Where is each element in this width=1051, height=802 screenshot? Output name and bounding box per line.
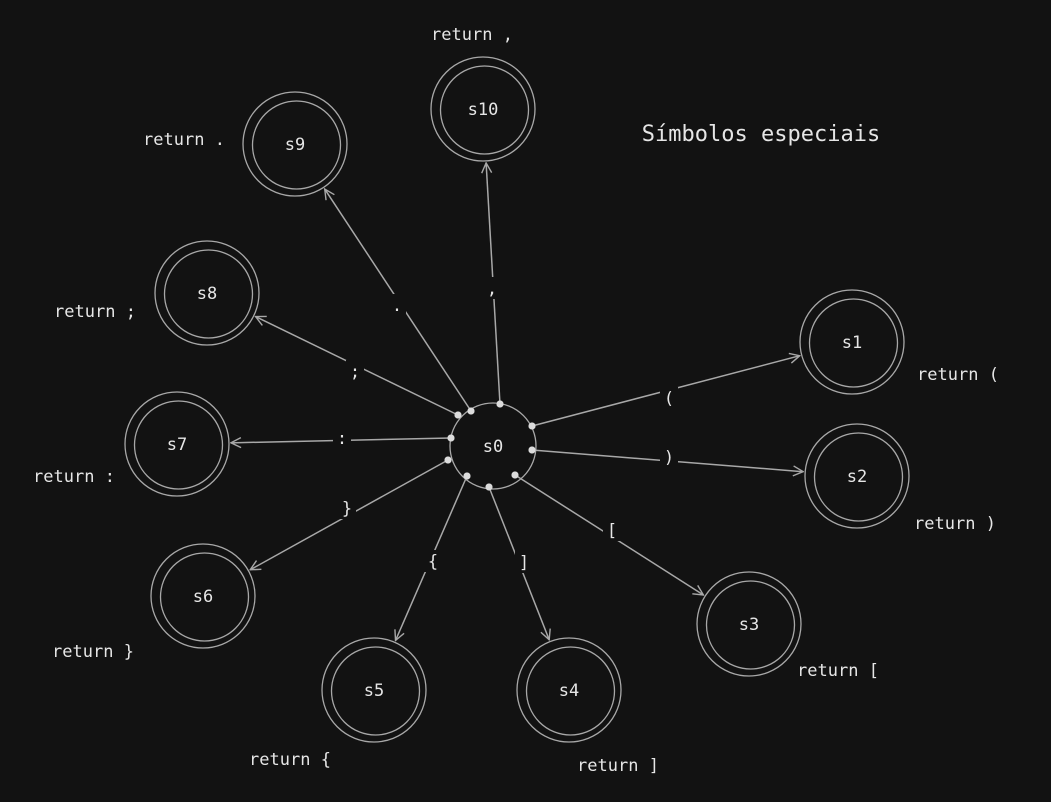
connection-point [444, 456, 452, 464]
state-s2: s2 return ) [804, 423, 996, 534]
state-output: return [ [797, 661, 879, 681]
transition-s8: ; [256, 317, 462, 419]
state-s9: s9 return . [143, 91, 348, 197]
state-label: s8 [197, 284, 217, 304]
state-label: s3 [739, 615, 759, 635]
state-output: return } [52, 642, 134, 662]
state-inner-circle [163, 249, 254, 339]
state-inner-circle [808, 298, 899, 388]
transition-s7: : [231, 427, 455, 449]
state-inner-circle [330, 646, 421, 736]
transition-label: ) [664, 448, 674, 468]
state-circle [449, 402, 537, 490]
state-s0: s0 [444, 400, 537, 491]
transition-label: ( [664, 389, 674, 409]
diagram-title: Símbolos especiais [642, 122, 880, 147]
label-background [338, 497, 356, 519]
state-output: return { [249, 750, 331, 770]
state-s7: s7 return : [33, 391, 230, 497]
state-s10: s10 return , [430, 25, 536, 162]
transition-s2: ) [528, 446, 804, 472]
state-label: s7 [167, 435, 187, 455]
label-background [660, 446, 678, 468]
state-label: s9 [285, 135, 305, 155]
transition-s3: [ [511, 471, 704, 595]
state-inner-circle [525, 646, 616, 736]
state-inner-circle [159, 552, 250, 642]
connection-point [528, 422, 536, 430]
state-s3: s3 return [ [696, 571, 879, 681]
state-s1: s1 return ( [799, 289, 999, 395]
state-outer-circle [696, 571, 802, 677]
state-outer-circle [430, 56, 536, 162]
connection-point [454, 411, 462, 419]
state-outer-circle [154, 240, 260, 346]
state-label: s4 [559, 681, 579, 701]
state-output: return ( [917, 365, 999, 385]
connection-point [511, 471, 519, 479]
state-label: s10 [468, 100, 499, 120]
state-label: s2 [847, 467, 867, 487]
transition-label: [ [607, 521, 617, 541]
state-output: return ) [914, 514, 996, 534]
label-background [333, 427, 351, 449]
state-label: s5 [364, 681, 384, 701]
connection-point [467, 407, 475, 415]
connection-point [496, 400, 504, 408]
state-s6: s6 return } [52, 543, 256, 662]
transition-label: , [487, 279, 497, 299]
state-inner-circle [133, 400, 224, 490]
state-output: return : [33, 467, 115, 487]
transition-label: ; [350, 362, 360, 382]
label-background [483, 277, 501, 299]
state-label: s1 [842, 333, 862, 353]
transition-label: ] [519, 553, 529, 573]
transition-label: . [392, 296, 402, 316]
connection-point [463, 472, 471, 480]
transition-edges: () [] {}:;., [231, 163, 803, 641]
transition-s6: } [250, 456, 452, 570]
state-output: return , [431, 25, 513, 45]
label-background [660, 387, 678, 409]
state-outer-circle [124, 391, 230, 497]
state-s5: s5 return { [249, 637, 427, 770]
transition-label: { [428, 552, 438, 572]
transition-s4: ] [485, 483, 550, 640]
label-background [515, 551, 533, 573]
state-inner-circle [705, 580, 796, 670]
transition-s5: { [396, 472, 471, 641]
state-label: s6 [193, 587, 213, 607]
connection-point [528, 446, 536, 454]
state-nodes: s0 s1 return ( s2 return ) s3 return [ s4 return… [33, 25, 999, 776]
state-output: return ] [577, 756, 659, 776]
transition-s10: , [483, 163, 504, 408]
label-background [603, 519, 621, 541]
state-s8: s8 return ; [54, 240, 260, 346]
state-outer-circle [516, 637, 622, 743]
label-background [388, 294, 406, 316]
state-inner-circle [813, 432, 904, 522]
state-s4: s4 return ] [516, 637, 659, 776]
state-output: return . [143, 130, 225, 150]
state-outer-circle [150, 543, 256, 649]
state-label: s0 [483, 437, 503, 457]
transition-label: : [337, 429, 347, 449]
state-outer-circle [321, 637, 427, 743]
connection-point [485, 483, 493, 491]
state-inner-circle [439, 65, 530, 155]
label-background [424, 550, 442, 572]
transition-label: } [342, 499, 352, 519]
connection-point [447, 434, 455, 442]
state-output: return ; [54, 302, 136, 322]
state-outer-circle [242, 91, 348, 197]
state-outer-circle [804, 423, 910, 529]
label-background [346, 360, 364, 382]
state-inner-circle [251, 100, 342, 190]
state-outer-circle [799, 289, 905, 395]
transition-s1: ( [528, 356, 800, 430]
